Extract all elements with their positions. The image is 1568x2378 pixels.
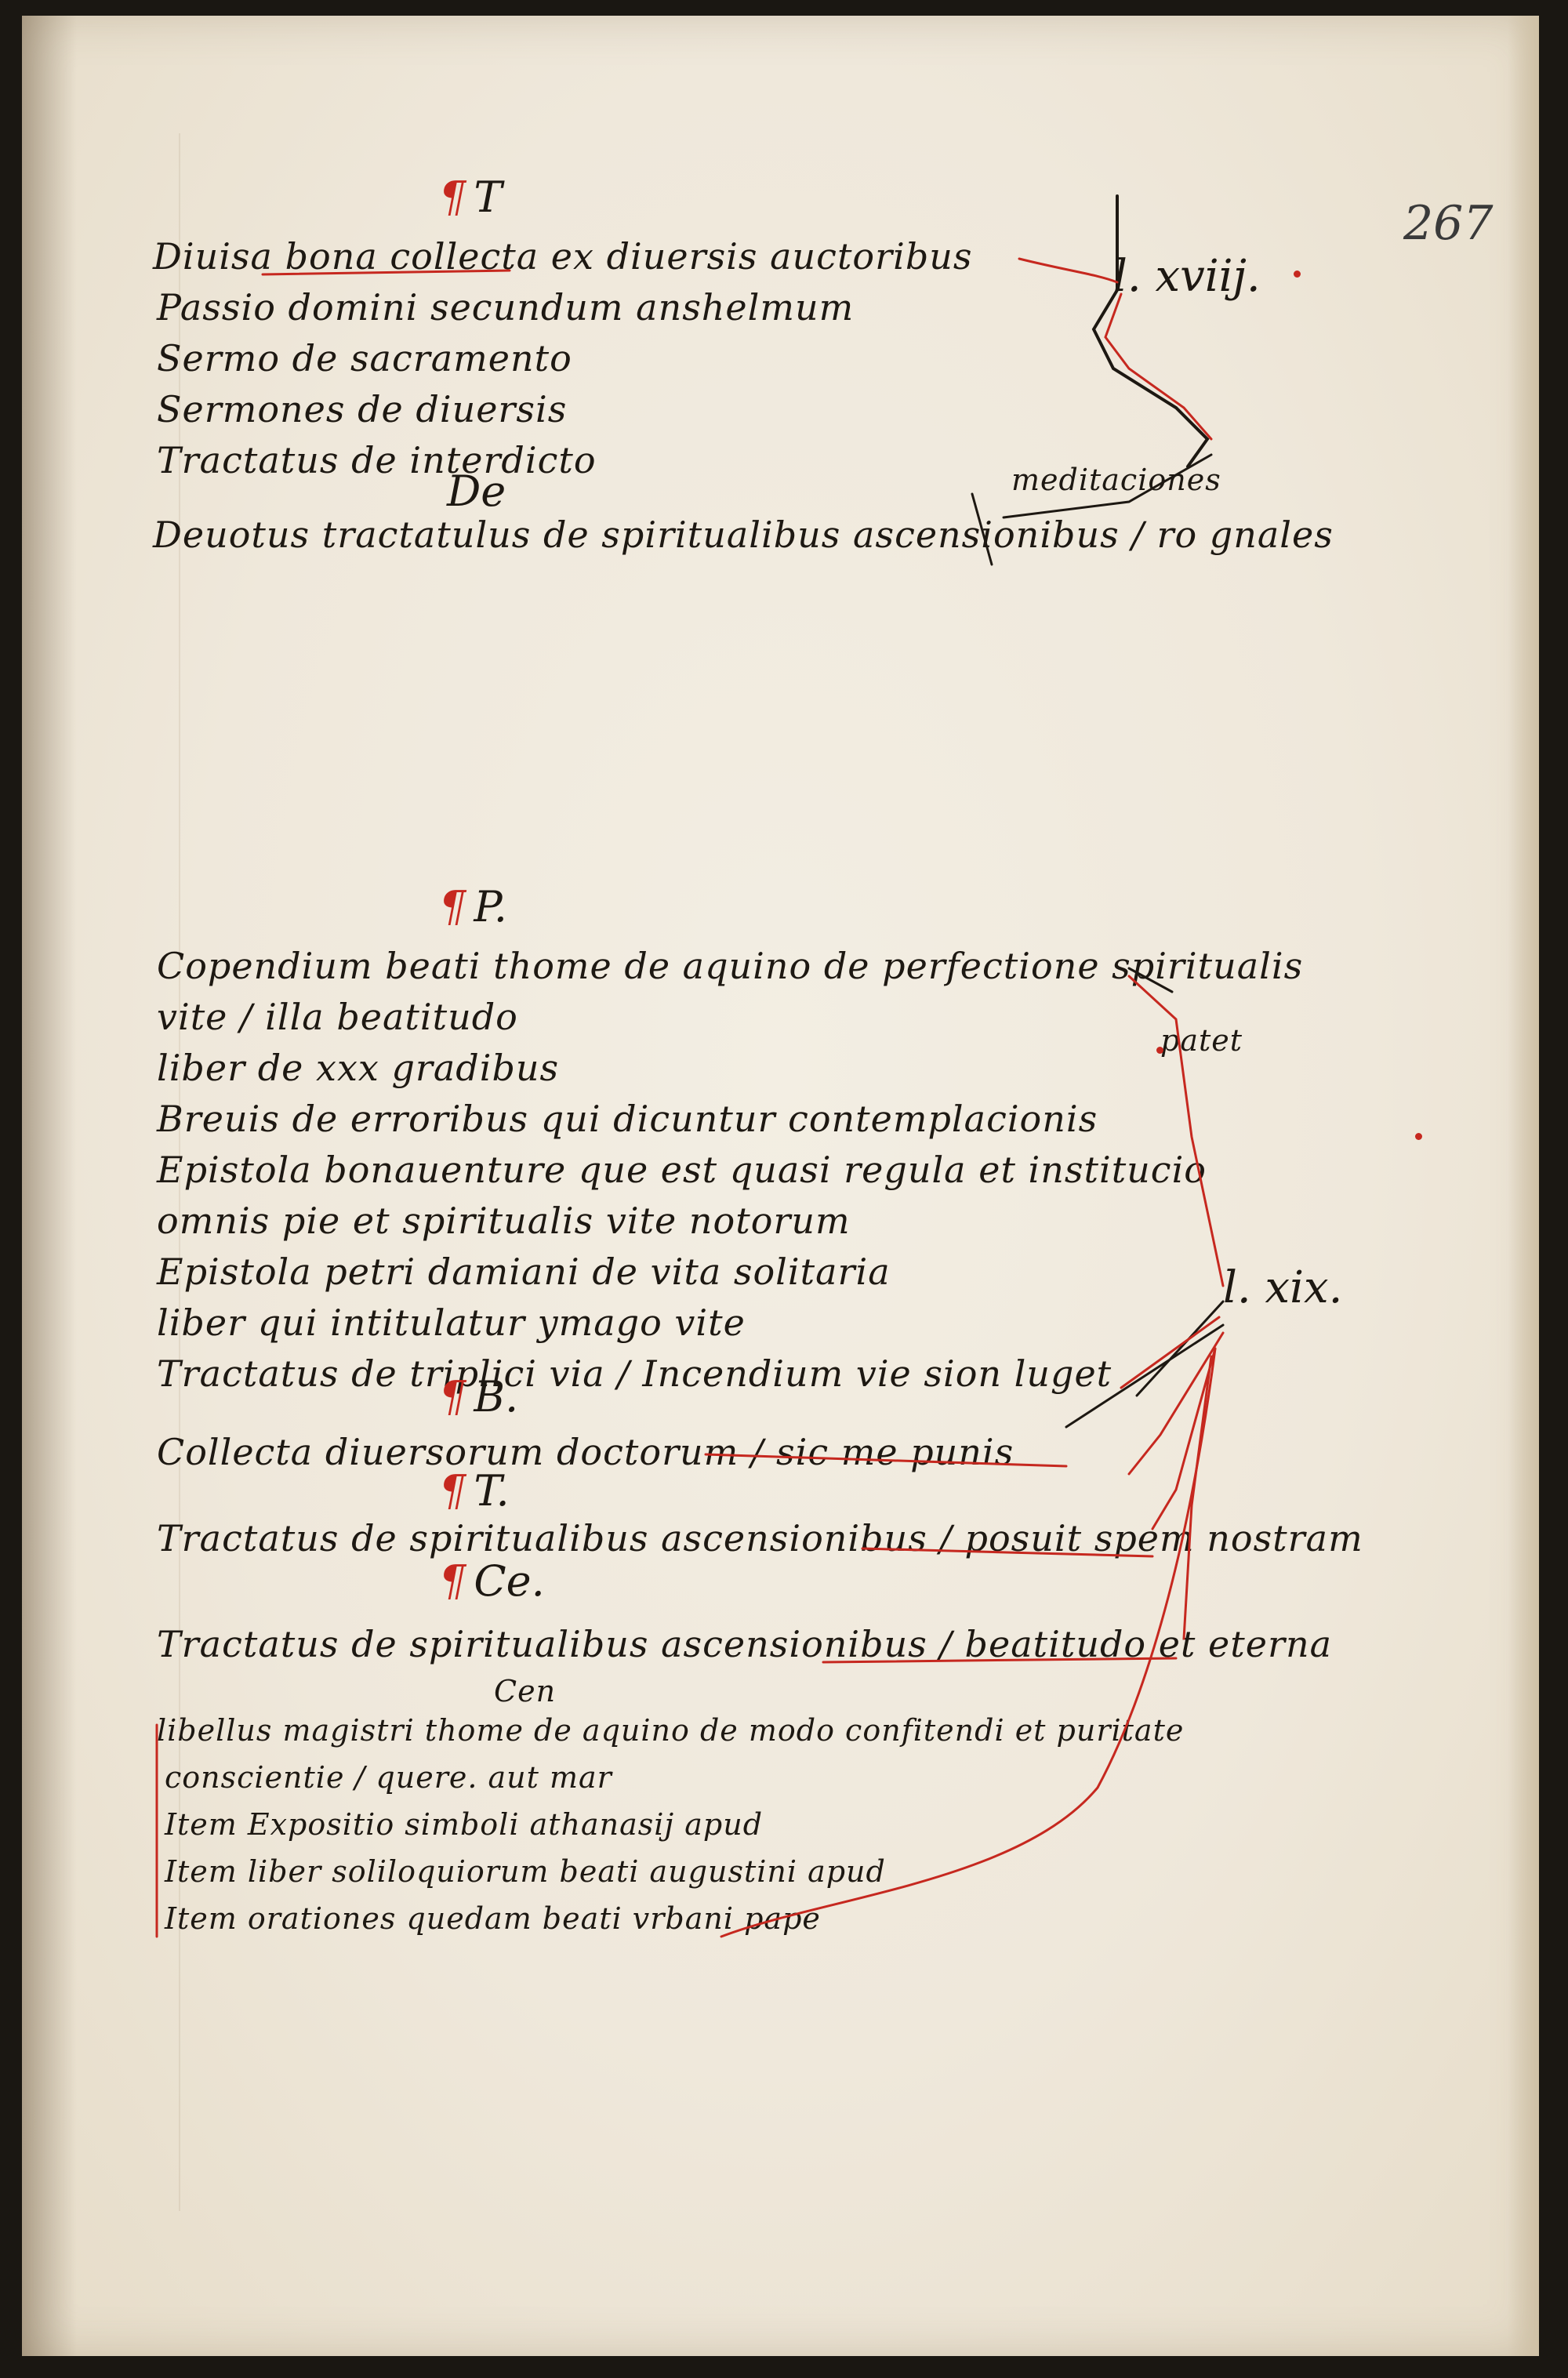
shelf-numeral-2: l. xix. — [1223, 1262, 1343, 1313]
manuscript-page — [22, 16, 1539, 2356]
entry-line: Sermones de diuersis — [157, 388, 568, 430]
rubric-paragraph-mark: ¶ — [439, 882, 466, 931]
rubric-paragraph-mark: ¶ — [439, 1556, 466, 1606]
interlinear-note: meditaciones — [1011, 463, 1221, 497]
small-entry-line: conscientie / quere. aut mar — [165, 1760, 612, 1795]
ruling-line — [179, 133, 180, 2211]
section-heading-p: ¶P. — [439, 882, 507, 931]
entry-line: Tractatus de interdicto — [157, 439, 597, 481]
rubric-paragraph-mark: ¶ — [439, 1466, 466, 1516]
rubric-paragraph-mark: ¶ — [439, 172, 466, 222]
entry-line: Collecta diuersorum doctorum / sic me pu… — [157, 1431, 1014, 1473]
entry-line: liber qui intitulatur ymago vite — [157, 1302, 746, 1344]
entry-line: liber de xxx gradibus — [157, 1047, 560, 1089]
small-entry-line: Item Expositio simboli athanasij apud — [165, 1807, 764, 1842]
entry-line: omnis pie et spiritualis vite notorum — [157, 1200, 851, 1242]
entry-line: Tractatus de spiritualibus ascensionibus… — [157, 1623, 1333, 1665]
section-heading-t: ¶T — [439, 172, 503, 222]
entry-line: Sermo de sacramento — [157, 337, 572, 379]
rubric-paragraph-mark: ¶ — [439, 1372, 466, 1421]
shelf-numeral-1: l. xviij. — [1113, 251, 1261, 302]
entry-line: Epistola petri damiani de vita solitaria — [157, 1251, 891, 1293]
interlinear-note: Cen — [494, 1674, 557, 1708]
small-entry-line: Item orationes quedam beati vrbani pape — [165, 1901, 821, 1936]
small-entry-line: libellus magistri thome de aquino de mod… — [157, 1713, 1185, 1748]
entry-line: Passio domini secundum anshelmum — [157, 286, 855, 329]
section-heading-t2: ¶T. — [439, 1466, 510, 1516]
page-edge — [1508, 16, 1539, 2356]
entry-line: Tractatus de spiritualibus ascensionibus… — [157, 1517, 1363, 1559]
entry-line: Breuis de erroribus qui dicuntur contemp… — [157, 1098, 1098, 1140]
folio-number: 267 — [1403, 196, 1494, 251]
margin-note: patet — [1160, 1023, 1243, 1058]
rubric-dot — [1294, 270, 1301, 278]
section-heading-b: ¶B. — [439, 1372, 519, 1421]
rubric-dot — [1156, 1047, 1163, 1054]
rubric-dot — [1415, 1133, 1422, 1140]
section-subheading-de: De — [447, 467, 506, 516]
entry-line-devotus: Deuotus tractatulus de spiritualibus asc… — [153, 514, 1334, 556]
binding-gutter — [22, 16, 77, 2356]
entry-line: vite / illa beatitudo — [157, 996, 518, 1038]
entry-line: Diuisa bona collecta ex diuersis auctori… — [153, 235, 973, 278]
small-entry-line: Item liber soliloquiorum beati augustini… — [165, 1854, 886, 1889]
entry-line: Epistola bonauenture que est quasi regul… — [157, 1149, 1207, 1191]
section-heading-ce: ¶Ce. — [439, 1556, 545, 1606]
entry-line: Copendium beati thome de aquino de perfe… — [157, 945, 1304, 987]
entry-line: Tractatus de triplici via / Incendium vi… — [157, 1352, 1112, 1395]
